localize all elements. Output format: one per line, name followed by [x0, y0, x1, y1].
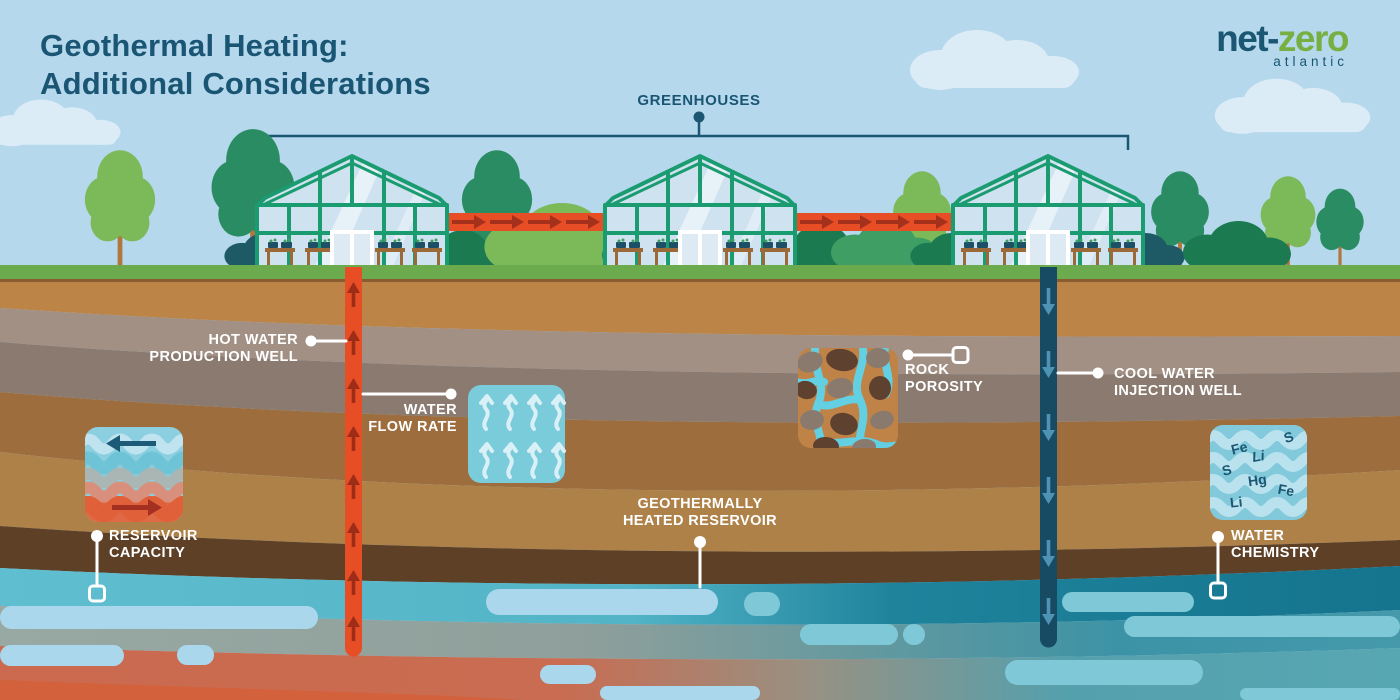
water-pocket [800, 624, 898, 645]
water-pocket [177, 645, 214, 665]
rock-porosity-inset [798, 348, 898, 448]
capacity-connector [88, 530, 106, 603]
water-pocket [540, 665, 596, 684]
heat-pipes [447, 213, 953, 231]
water-pockets [0, 589, 1400, 700]
reservoir-capacity-inset [85, 427, 183, 522]
chemistry-connector [1209, 531, 1227, 600]
hot-water-production-well [345, 267, 362, 657]
cool-well-connector [1056, 367, 1104, 379]
water-pocket [486, 589, 718, 615]
callout-connectors [88, 335, 1227, 603]
water-pocket [1005, 660, 1203, 685]
water-pocket [1124, 616, 1400, 637]
water-pocket [0, 606, 318, 629]
flow-rate-connector [361, 388, 457, 400]
cold-flow-arrow [106, 435, 156, 452]
grass [0, 265, 1400, 279]
water-pocket [600, 686, 760, 700]
water-pocket [744, 592, 780, 616]
reservoir-connector [694, 536, 706, 589]
rock-porosity-connector [902, 346, 970, 364]
hot-well-connector [305, 335, 348, 347]
cool-water-injection-well [1040, 267, 1057, 648]
water-chemistry-inset [1210, 425, 1307, 520]
water-pocket [1240, 688, 1400, 700]
water-pocket [0, 645, 124, 666]
water-pocket [903, 624, 925, 645]
water-pocket [1062, 592, 1194, 612]
greenhouses [257, 156, 1143, 266]
rock-pebbles [798, 348, 894, 448]
hot-flow-arrow [112, 499, 162, 516]
water-flow-rate-inset [468, 385, 566, 483]
soil-line [0, 279, 1400, 283]
